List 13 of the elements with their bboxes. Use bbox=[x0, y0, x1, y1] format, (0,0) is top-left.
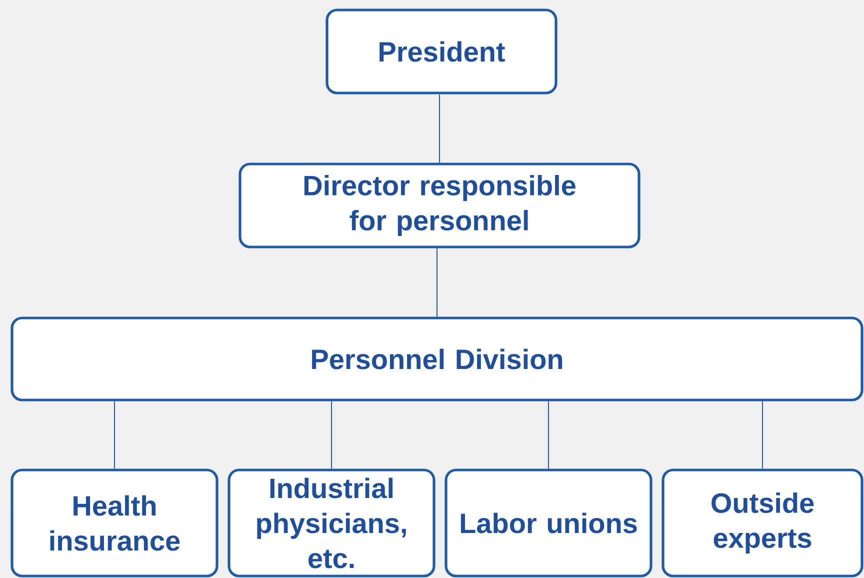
role-box: President bbox=[326, 8, 558, 94]
role-box: Director responsible for personnel bbox=[238, 162, 640, 248]
connector-line bbox=[762, 400, 763, 470]
division-box: Personnel Division bbox=[10, 316, 864, 402]
group-box: Outside experts bbox=[662, 468, 864, 578]
group-box: Industrial physicians, etc. bbox=[228, 468, 436, 578]
connector-line bbox=[436, 248, 438, 318]
connector-line bbox=[439, 94, 440, 164]
connector-line bbox=[548, 400, 549, 470]
connector-line bbox=[331, 400, 332, 470]
connector-line bbox=[114, 400, 115, 470]
group-box: Health insurance bbox=[10, 468, 218, 578]
group-box: Labor unions bbox=[444, 468, 652, 578]
